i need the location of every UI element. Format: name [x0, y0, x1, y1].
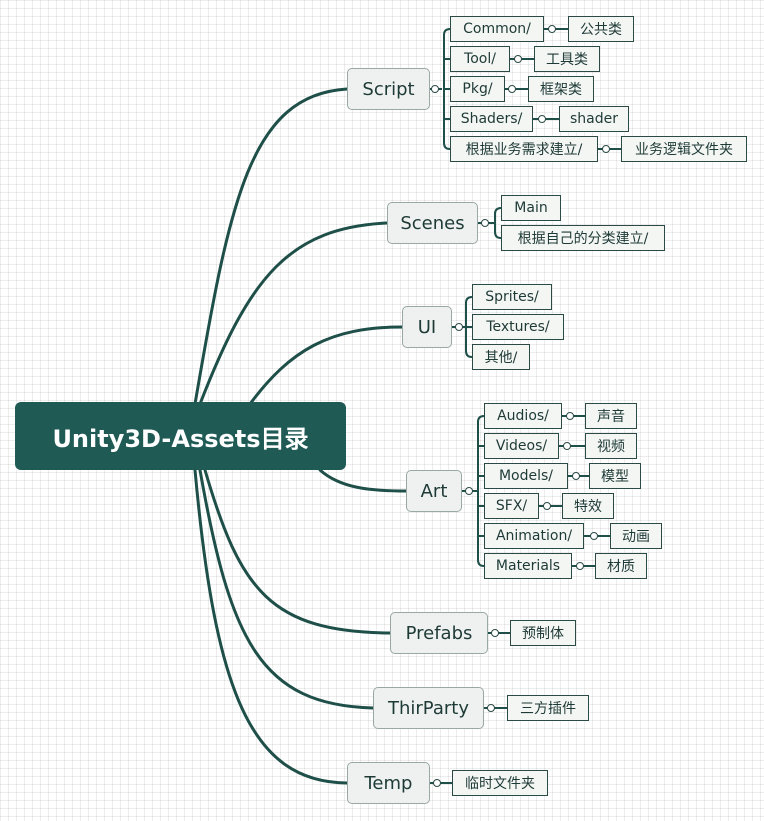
- node-animation[interactable]: Animation/: [484, 523, 584, 549]
- link-art: [318, 468, 408, 493]
- node-business[interactable]: 根据业务需求建立/: [450, 136, 598, 162]
- root-node[interactable]: Unity3D-Assets目录: [15, 402, 346, 470]
- node-scenes-custom[interactable]: 根据自己的分类建立/: [501, 225, 665, 251]
- note-tool[interactable]: 工具类: [534, 46, 600, 72]
- node-tool[interactable]: Tool/: [450, 46, 510, 72]
- node-other[interactable]: 其他/: [472, 344, 530, 370]
- collapse-toggle-icon[interactable]: [602, 145, 610, 153]
- node-materials[interactable]: Materials: [484, 553, 572, 579]
- note-animation[interactable]: 动画: [610, 523, 662, 549]
- node-thirparty[interactable]: ThirParty: [373, 687, 484, 729]
- node-audios[interactable]: Audios/: [484, 403, 562, 429]
- link-thirparty: [198, 468, 375, 710]
- collapse-toggle-icon[interactable]: [563, 442, 571, 450]
- node-pkg[interactable]: Pkg/: [450, 76, 505, 102]
- node-prefabs[interactable]: Prefabs: [390, 612, 488, 654]
- link-scenes: [198, 221, 389, 406]
- note-videos[interactable]: 视频: [585, 433, 637, 459]
- collapse-toggle-icon[interactable]: [543, 502, 551, 510]
- link-ui: [248, 325, 404, 406]
- node-ui[interactable]: UI: [402, 306, 452, 348]
- node-textures[interactable]: Textures/: [472, 314, 564, 340]
- note-shaders[interactable]: shader: [559, 106, 629, 132]
- node-sfx[interactable]: SFX/: [484, 493, 539, 519]
- collapse-toggle-icon[interactable]: [487, 704, 495, 712]
- node-main[interactable]: Main: [501, 195, 561, 221]
- link-script: [193, 87, 349, 406]
- note-materials[interactable]: 材质: [595, 553, 647, 579]
- collapse-toggle-icon[interactable]: [590, 532, 598, 540]
- node-thirdparty-desc[interactable]: 三方插件: [507, 695, 589, 721]
- node-models[interactable]: Models/: [484, 463, 568, 489]
- node-prefab-desc[interactable]: 预制体: [510, 620, 576, 646]
- note-sfx[interactable]: 特效: [562, 493, 614, 519]
- note-audios[interactable]: 声音: [585, 403, 637, 429]
- collapse-toggle-icon[interactable]: [465, 487, 473, 495]
- collapse-toggle-icon[interactable]: [433, 779, 441, 787]
- collapse-toggle-icon[interactable]: [431, 85, 439, 93]
- node-sprites[interactable]: Sprites/: [472, 284, 552, 310]
- note-models[interactable]: 模型: [589, 463, 641, 489]
- note-pkg[interactable]: 框架类: [528, 76, 594, 102]
- node-script[interactable]: Script: [347, 68, 430, 110]
- collapse-toggle-icon[interactable]: [508, 85, 516, 93]
- node-art[interactable]: Art: [406, 470, 462, 512]
- collapse-toggle-icon[interactable]: [455, 323, 463, 331]
- collapse-toggle-icon[interactable]: [481, 219, 489, 227]
- link-temp: [193, 468, 349, 785]
- collapse-toggle-icon[interactable]: [491, 629, 499, 637]
- node-temp-desc[interactable]: 临时文件夹: [452, 770, 548, 796]
- collapse-toggle-icon[interactable]: [538, 115, 546, 123]
- node-videos[interactable]: Videos/: [484, 433, 559, 459]
- link-prefabs: [203, 468, 392, 635]
- node-scenes[interactable]: Scenes: [387, 202, 478, 244]
- collapse-toggle-icon[interactable]: [566, 412, 574, 420]
- collapse-toggle-icon[interactable]: [514, 55, 522, 63]
- collapse-toggle-icon[interactable]: [548, 25, 556, 33]
- collapse-toggle-icon[interactable]: [576, 562, 584, 570]
- node-shaders[interactable]: Shaders/: [450, 106, 533, 132]
- collapse-toggle-icon[interactable]: [572, 472, 580, 480]
- note-business[interactable]: 业务逻辑文件夹: [621, 136, 747, 162]
- node-common[interactable]: Common/: [450, 16, 544, 42]
- note-common[interactable]: 公共类: [568, 16, 634, 42]
- node-temp[interactable]: Temp: [347, 762, 430, 804]
